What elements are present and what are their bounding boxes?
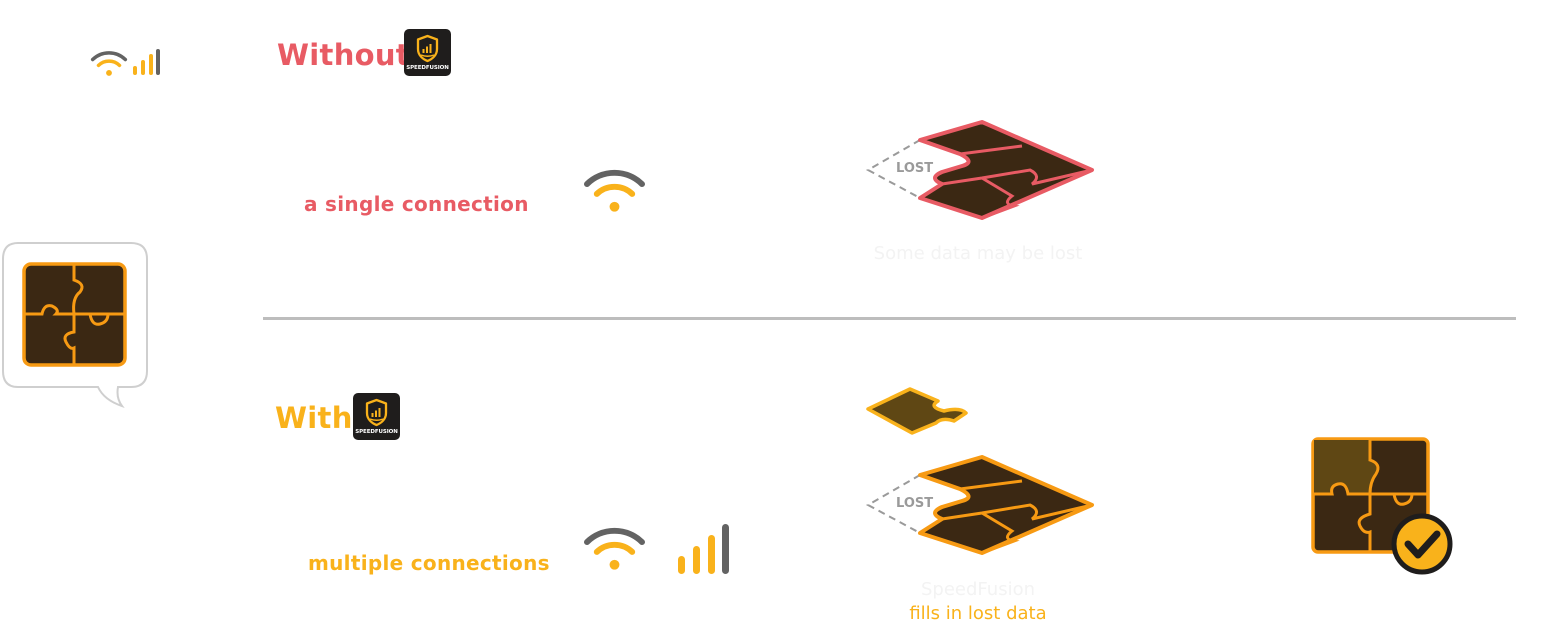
multiple-connections-caption: multiple connections <box>308 551 550 575</box>
speedfusion-badge-with: SPEEDFUSION <box>353 393 400 440</box>
speedfusion-badge-without: SPEEDFUSION <box>404 29 451 76</box>
speech-bubble-puzzle-icon <box>2 242 148 408</box>
section-divider <box>263 317 1516 320</box>
puzzle-lost-piece-icon <box>865 455 1094 555</box>
lost-label: LOST <box>896 496 934 511</box>
completed-puzzle-check-icon <box>1311 437 1453 575</box>
wifi-icon <box>583 524 646 572</box>
puzzle-lost-piece-icon <box>865 120 1094 220</box>
speedfusion-note-line1: SpeedFusion <box>920 579 1035 600</box>
badge-text: SPEEDFUSION <box>406 65 449 71</box>
cellular-signal-icon <box>133 49 160 75</box>
wifi-icon <box>583 166 646 214</box>
replacement-piece-icon <box>866 387 968 435</box>
cellular-signal-icon <box>678 524 729 574</box>
speedfusion-note-line2: fills in lost data <box>909 603 1047 624</box>
without-heading: Without <box>277 38 410 72</box>
lost-label: LOST <box>896 161 934 176</box>
with-heading: With <box>275 401 353 435</box>
wifi-icon <box>90 49 128 77</box>
badge-text: SPEEDFUSION <box>355 429 398 435</box>
single-connection-caption: a single connection <box>304 192 529 216</box>
data-lost-note: Some data may be lost <box>873 243 1083 264</box>
